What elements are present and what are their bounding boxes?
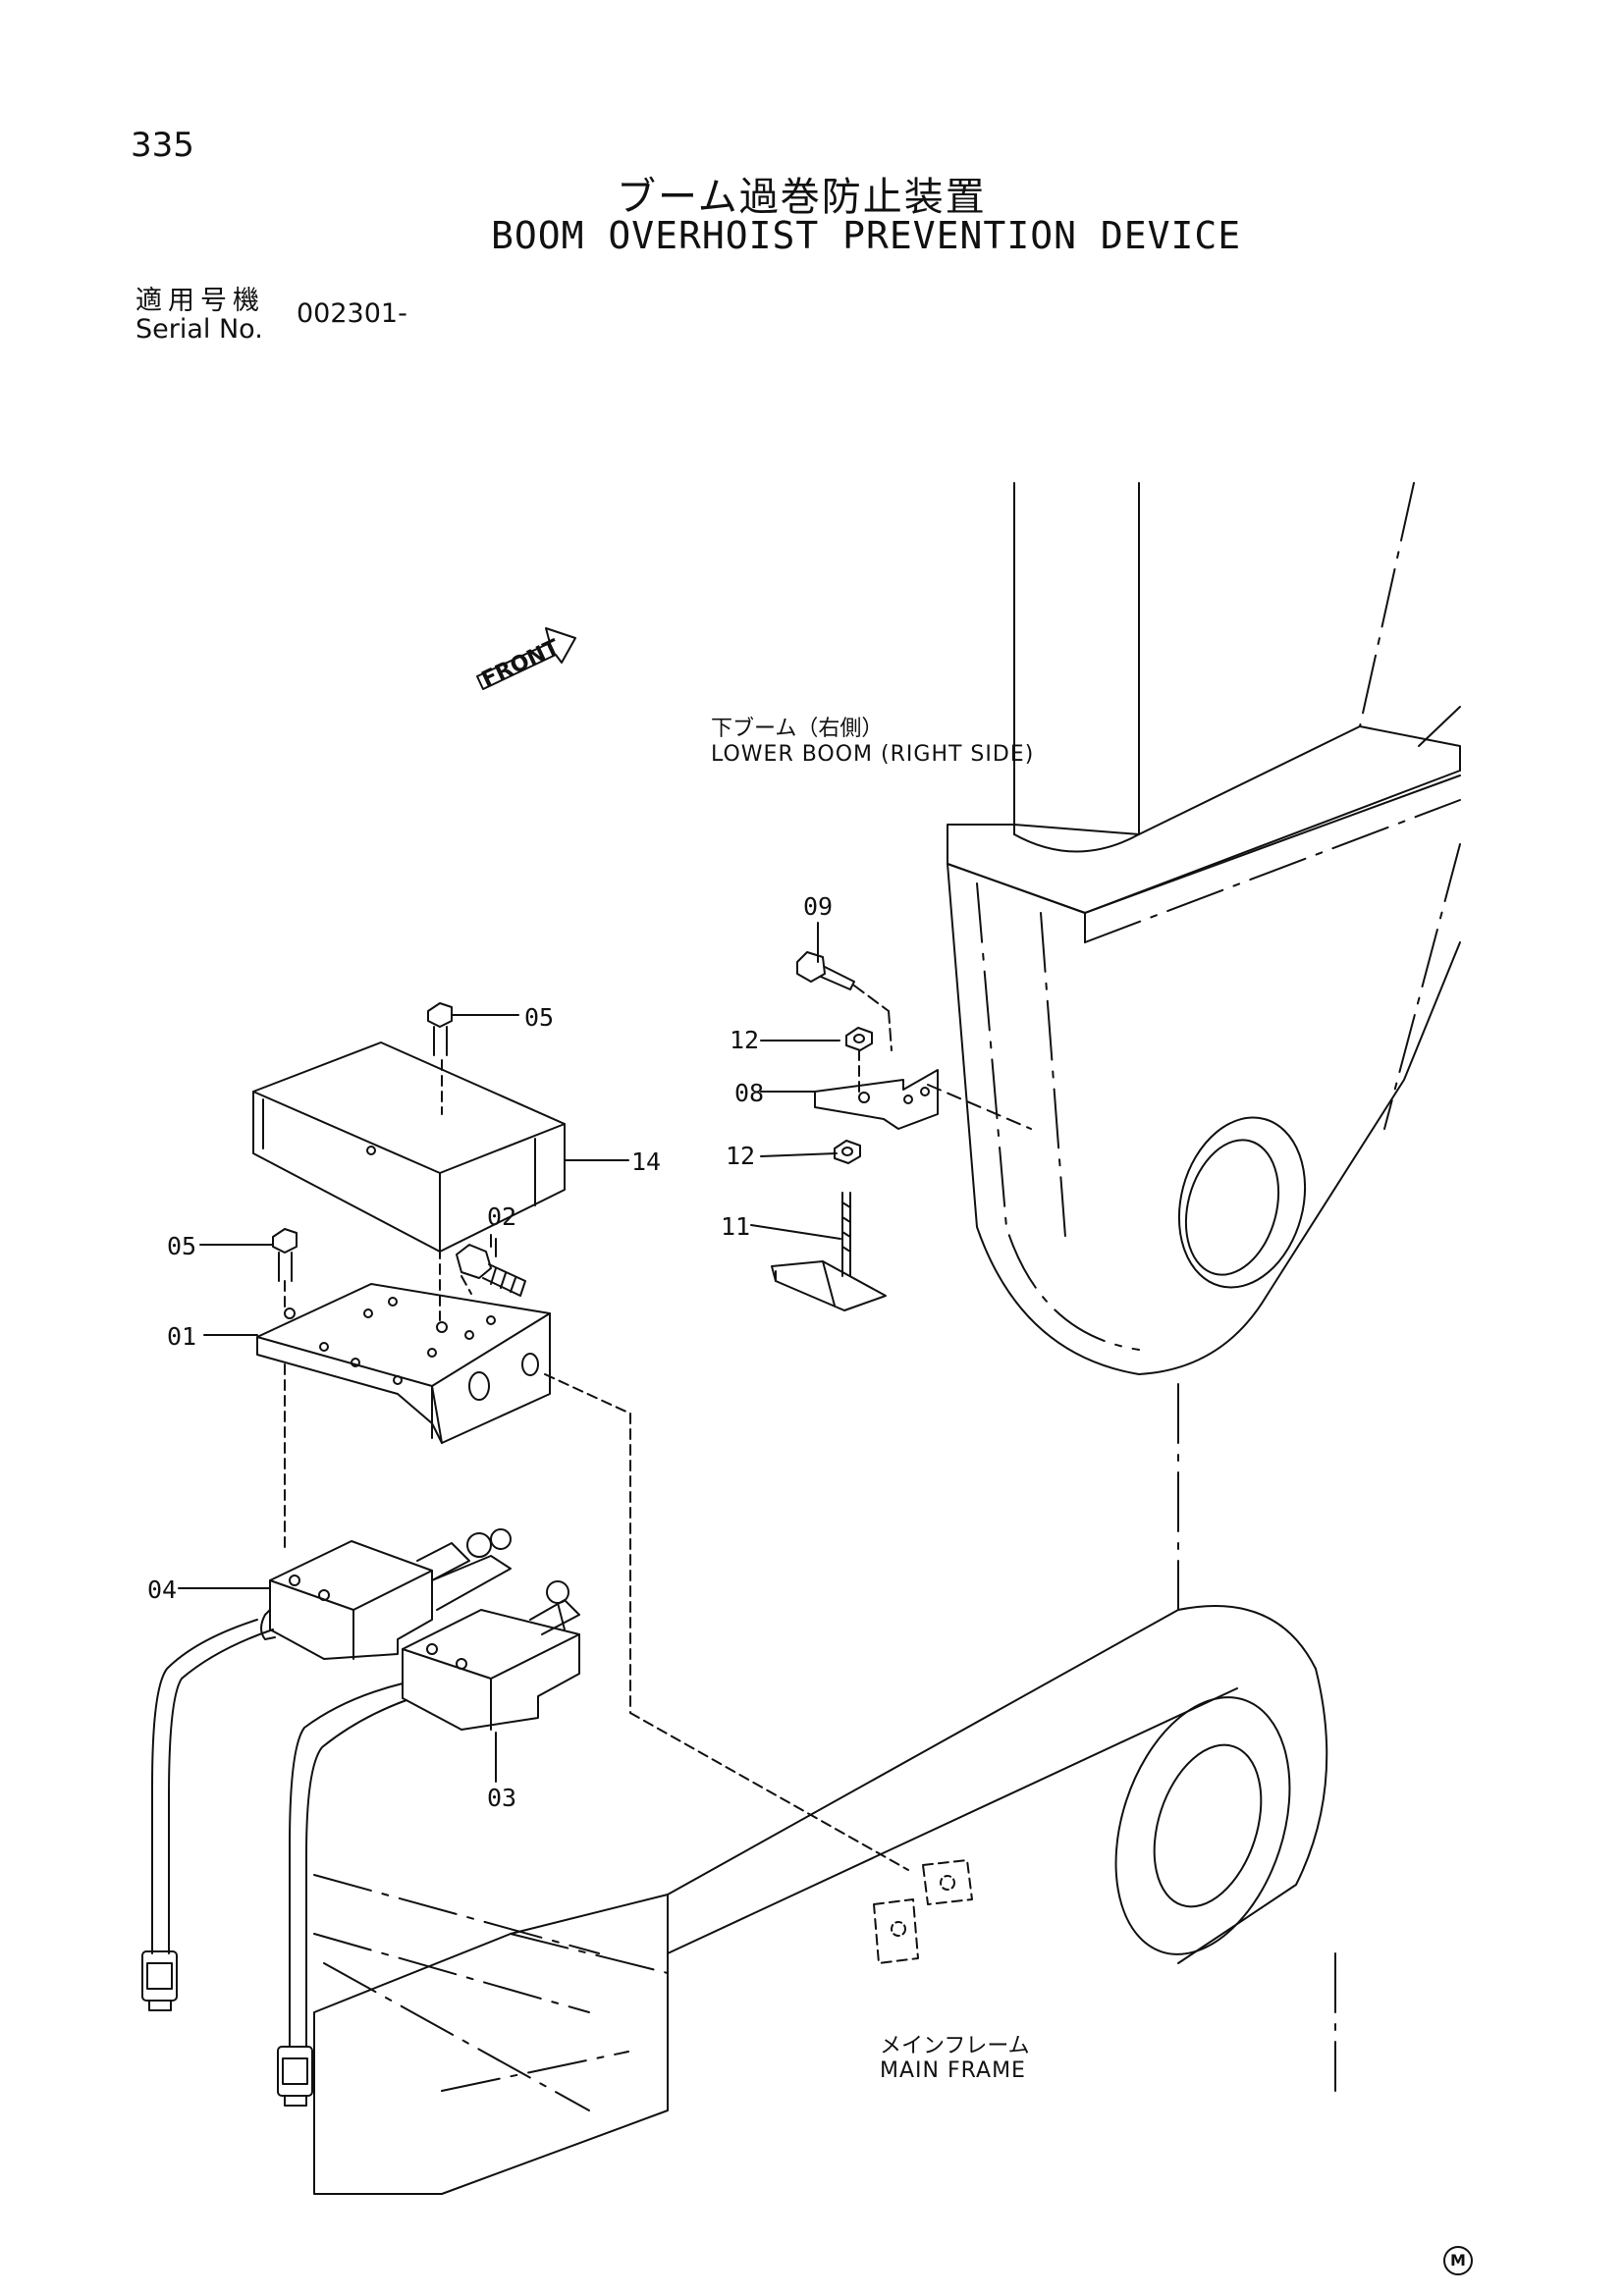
lower-boom-label: LOWER BOOM (RIGHT SIDE) — [711, 742, 1035, 767]
page-title: BOOM OVERHOIST PREVENTION DEVICE — [491, 214, 1242, 257]
part-number-09: 09 — [803, 892, 833, 921]
main-frame-label: MAIN FRAME — [880, 2058, 1026, 2083]
lower-boom-label-japanese: 下ブーム（右側） — [711, 717, 884, 741]
part-number-14: 14 — [631, 1148, 661, 1176]
page-title-japanese: ブーム過巻防止装置 — [617, 175, 987, 220]
part-number-01: 01 — [167, 1322, 196, 1351]
switch-cover-assembly — [252, 1002, 629, 1321]
part-number-05-lower: 05 — [167, 1232, 196, 1260]
part-number-11: 11 — [721, 1212, 750, 1241]
part-number-02: 02 — [487, 1202, 516, 1231]
serial-label: Serial No. — [135, 314, 263, 345]
circled-m-mark: M — [1443, 2246, 1473, 2275]
main-frame-outline — [313, 1605, 1336, 2195]
leader-lines — [490, 1040, 841, 1248]
part-number-03: 03 — [487, 1784, 516, 1812]
part-number-labels: 09 05 12 08 12 14 02 11 05 01 04 03 — [147, 892, 833, 1812]
part-number-12-lower: 12 — [726, 1142, 755, 1170]
page-number: 335 — [131, 126, 194, 165]
serial-value: 002301- — [297, 298, 407, 329]
serial-label-japanese: 適用号機 — [135, 286, 265, 316]
part-number-05-upper: 05 — [524, 1003, 554, 1032]
front-arrow-icon: FRONT — [476, 627, 576, 692]
part-number-12-upper: 12 — [730, 1026, 759, 1054]
part-number-08: 08 — [734, 1079, 764, 1107]
boom-bracket-assembly — [771, 922, 939, 1311]
part-number-04: 04 — [147, 1575, 177, 1604]
front-marker-text: FRONT — [478, 635, 564, 692]
switch-bracket-assembly — [199, 1228, 909, 1871]
lower-boom-outline — [927, 482, 1461, 1611]
limit-switch-upper — [141, 1528, 512, 2011]
main-frame-label-japanese: メインフレーム — [880, 2034, 1030, 2058]
limit-switch-lower — [277, 1580, 580, 2107]
